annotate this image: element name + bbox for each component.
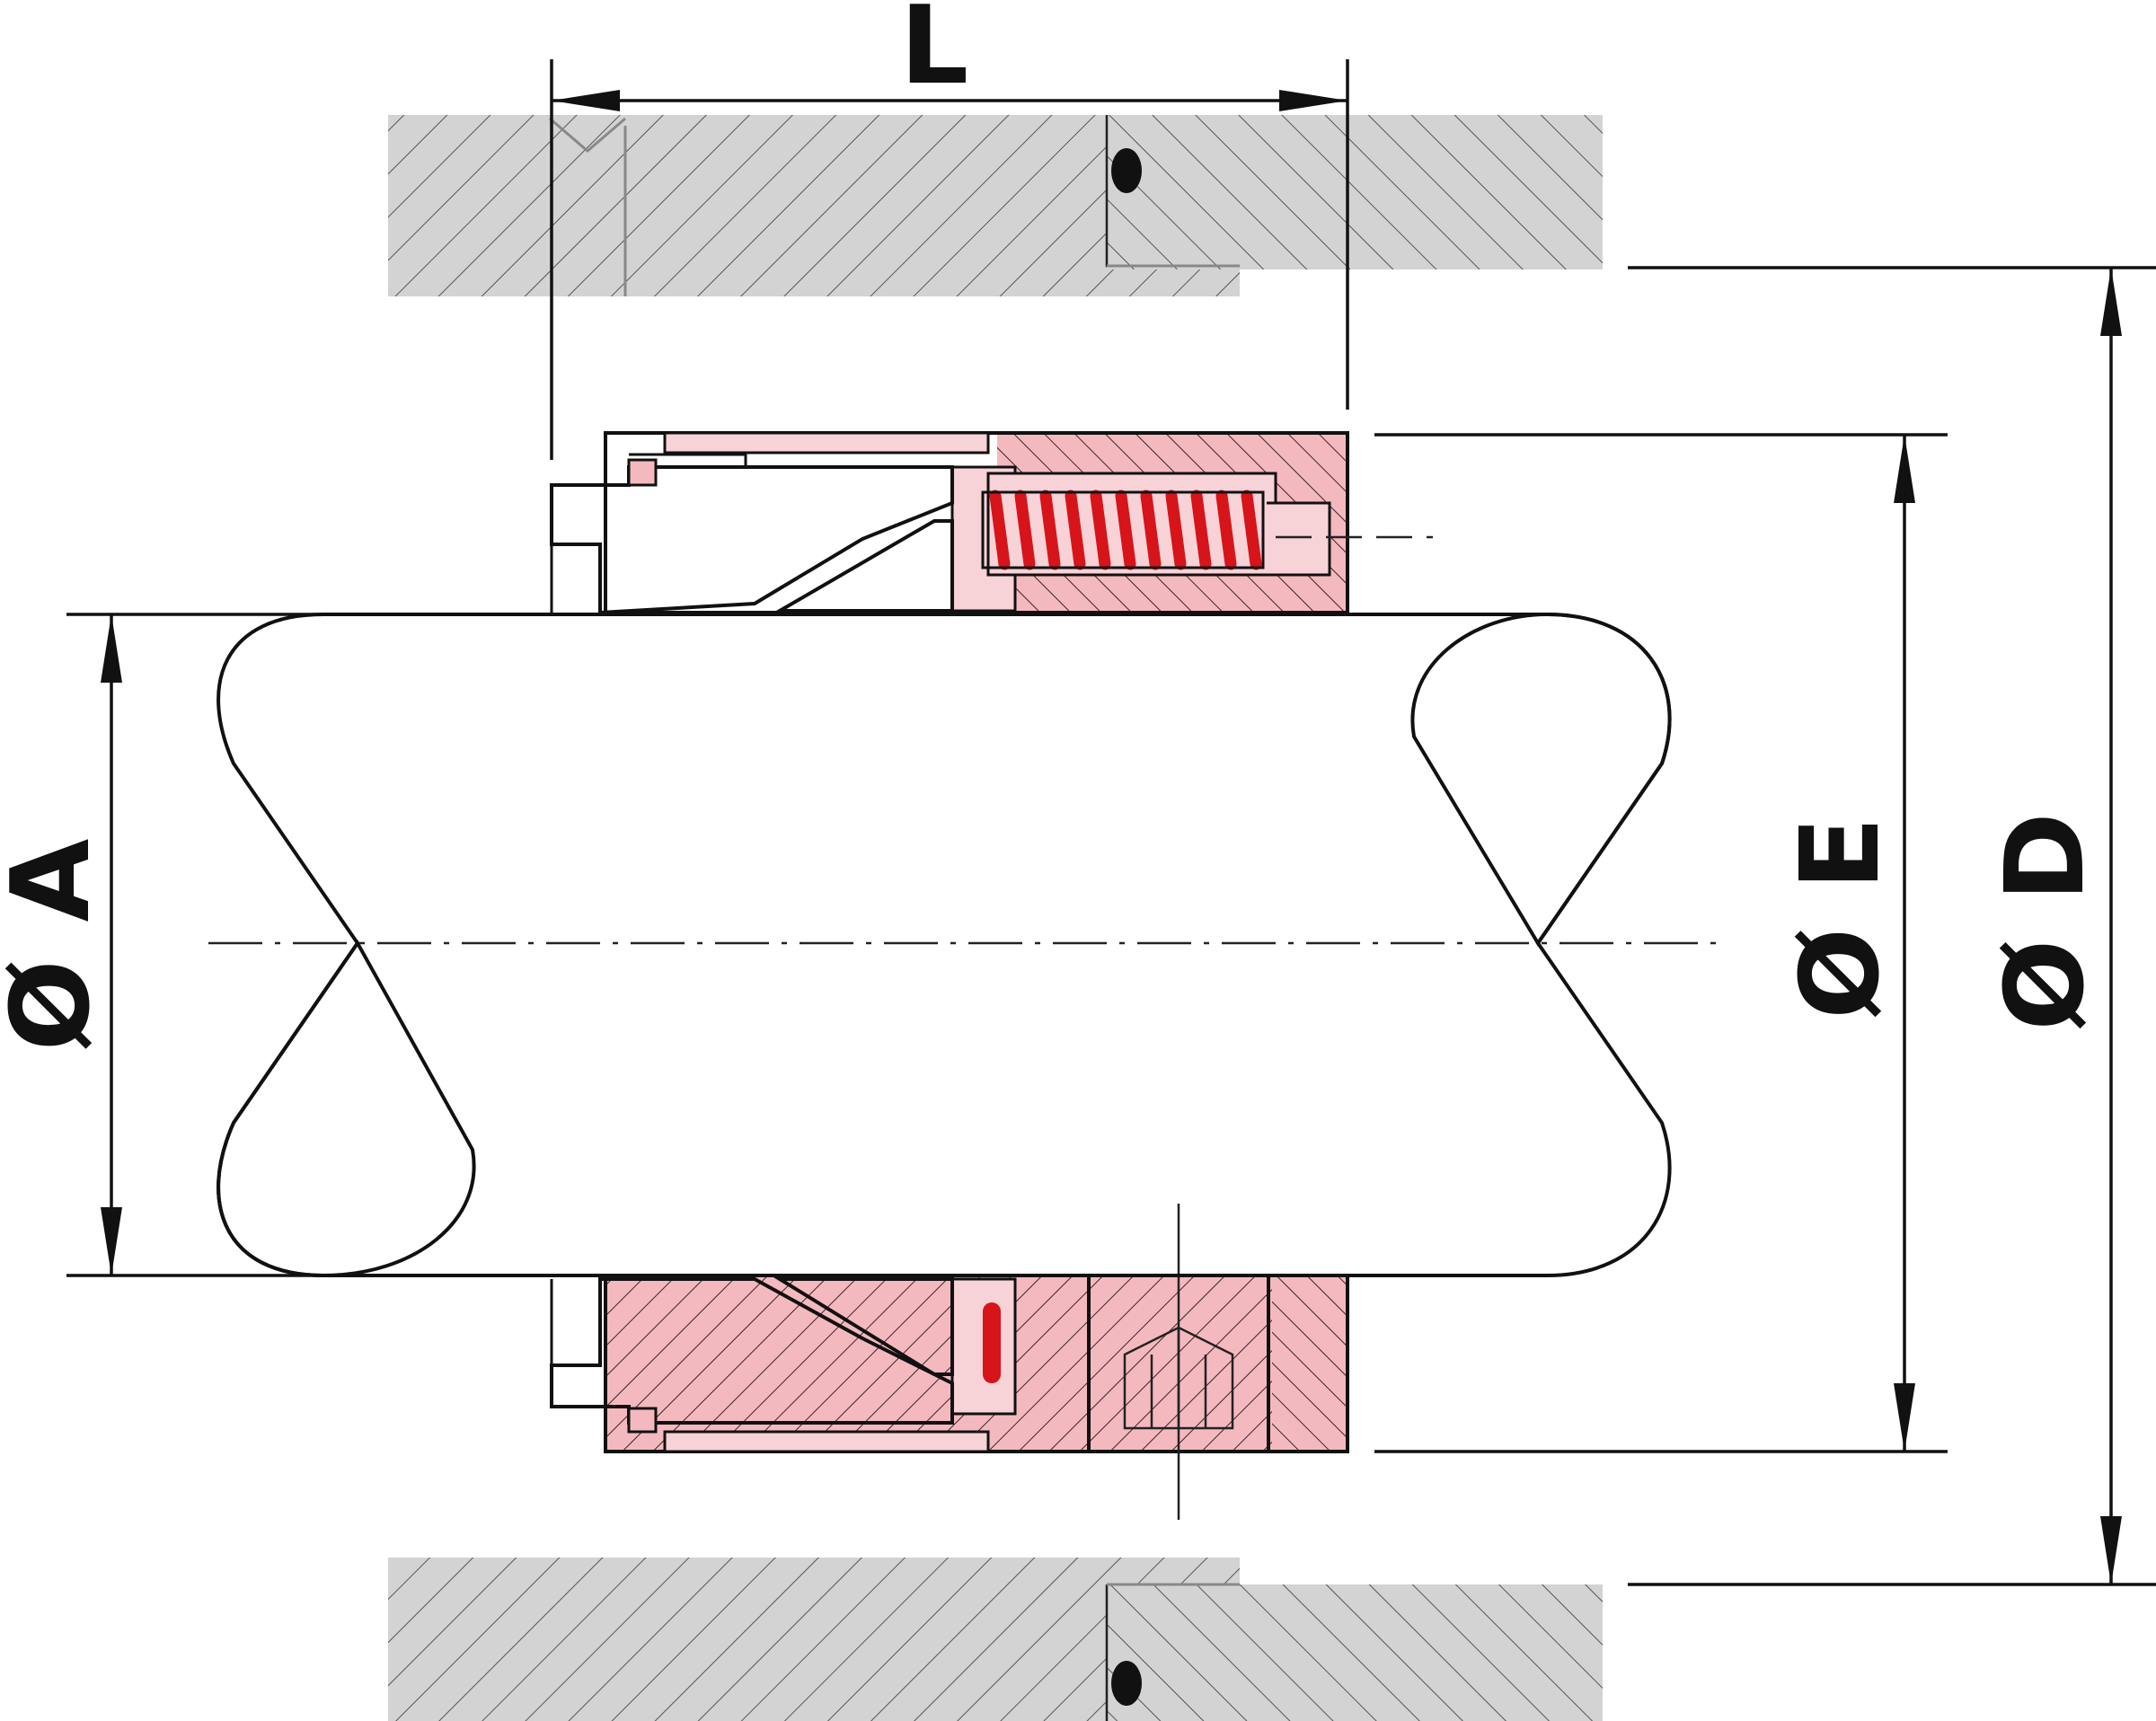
housing-top-oring — [1111, 148, 1142, 193]
dimension-l: L — [550, 0, 1349, 460]
label-l: L — [900, 0, 968, 109]
dimension-a: Ø A — [0, 613, 341, 1277]
bellows-upper — [773, 519, 954, 613]
housing-top — [388, 115, 1603, 296]
label-diameter-d: Ø D — [1984, 812, 2108, 1030]
spring-lower-section — [983, 1302, 1001, 1383]
shaft-section-right — [1410, 612, 1672, 947]
seal-face-lower — [550, 1277, 954, 1425]
label-diameter-a: Ø A — [0, 839, 114, 1052]
seal-lower — [550, 1204, 1349, 1520]
shaft — [216, 612, 1672, 1278]
seal-upper — [550, 431, 1433, 615]
label-diameter-e: Ø E — [1779, 816, 1904, 1019]
spring-upper — [981, 490, 1265, 570]
seal-face-upper — [550, 465, 954, 615]
shaft-section-left — [216, 940, 476, 1278]
housing-bottom-oring — [1111, 1661, 1142, 1706]
housing-bottom — [388, 1558, 1603, 1721]
dimension-e: Ø E — [1374, 433, 1948, 1453]
dimension-d: Ø D — [1628, 266, 2156, 1586]
shaft-body — [216, 613, 1672, 1277]
bellows-lower — [773, 1277, 954, 1376]
